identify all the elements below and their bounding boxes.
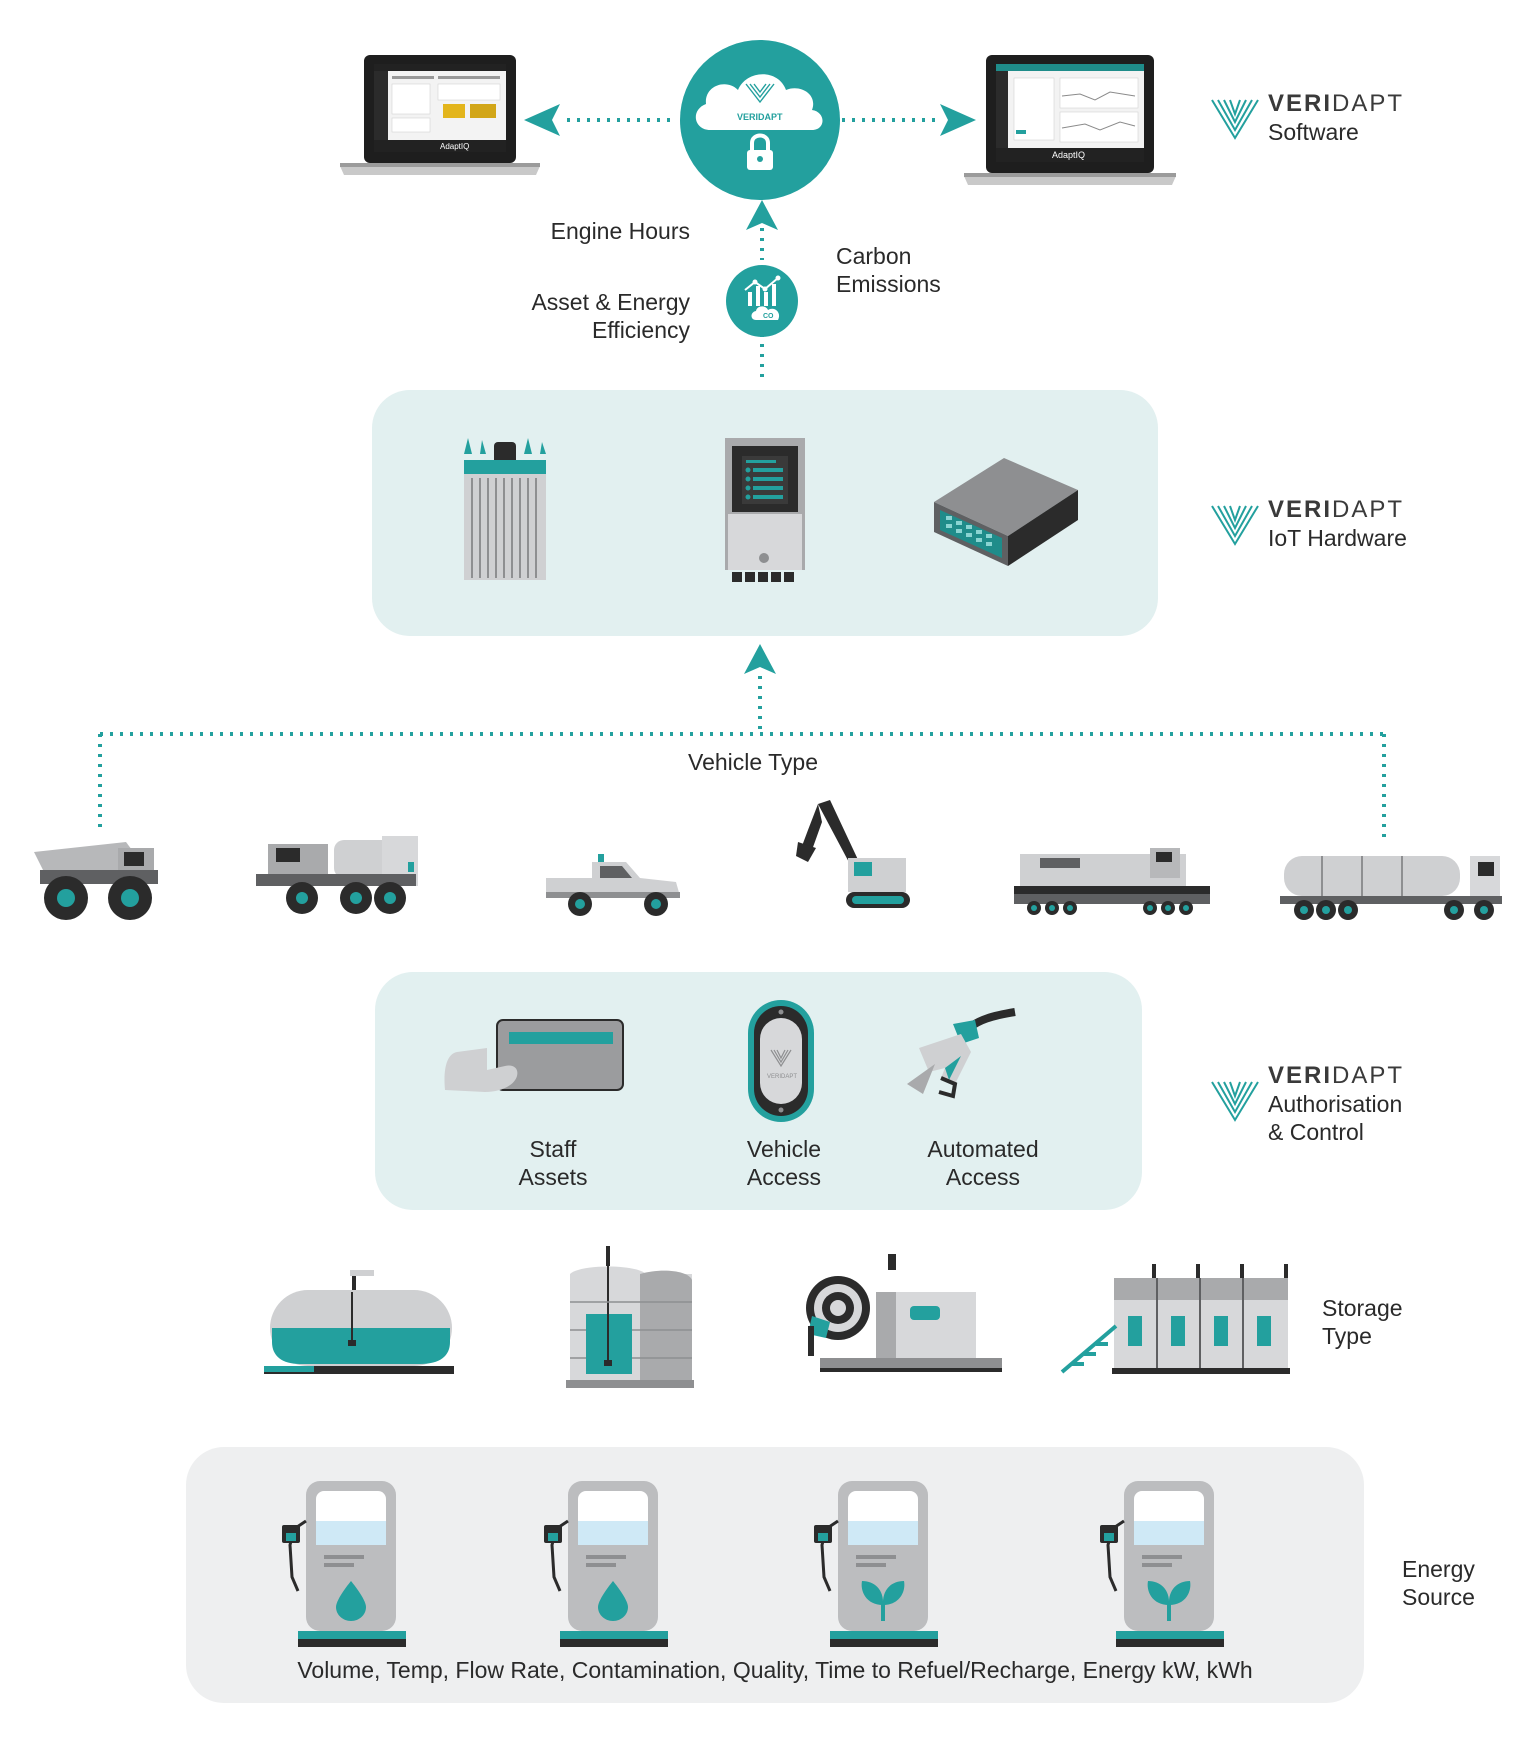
staff-line1: Staff [529,1136,577,1162]
fuel-nozzle-icon [907,1008,1016,1099]
laptop-left-caption: AdaptIQ [440,142,469,151]
renewable-dispenser-icon [814,1481,938,1647]
brand-auth-light: DAPT [1332,1062,1405,1089]
brand-hardware-bold: VERI [1268,496,1333,523]
modular-storage-icon [1060,1264,1290,1374]
vehicle-access-line2: Access [746,1164,822,1190]
brand-hardware-light: DAPT [1332,496,1405,523]
vehicle-connector-lines [98,644,1386,842]
fuel-dispenser-icon [282,1481,406,1647]
cloud-label: VERIDAPT [737,112,783,122]
tanker-truck-icon [1280,856,1502,920]
veridapt-logo-icon [1211,505,1259,546]
veridapt-logo-icon [1211,99,1259,140]
vehicle-access-line1: Vehicle [746,1136,822,1162]
vehicle-layer [34,644,1502,920]
vehicle-access-label: Vehicle Access [709,1135,859,1191]
energy-line2: Source [1402,1584,1475,1610]
storage-layer [264,1246,1290,1388]
dump-truck-icon [34,842,158,920]
asset-energy-line2: Efficiency [591,317,690,343]
hose-reel-skid-icon [806,1254,1002,1372]
renewable-dispenser-icon [1100,1481,1224,1647]
energy-line1: Energy [1402,1556,1475,1582]
vehicle-type-label: Vehicle Type [688,748,818,776]
automated-line1: Automated [927,1136,1039,1162]
engine-hours-label: Engine Hours [544,217,690,245]
console-box-icon [934,458,1078,566]
software-layer: AdaptIQ AdaptIQ VERIDAPT [340,40,1176,378]
storage-line2: Type [1322,1323,1372,1349]
brand-software-light: DAPT [1332,90,1405,117]
asset-energy-line1: Asset & Energy [531,289,690,315]
storage-line1: Storage [1322,1295,1403,1321]
brand-software-sub: Software [1268,119,1359,145]
storage-type-label: Storage Type [1322,1294,1403,1350]
controller-unit-icon [725,438,805,582]
vehicle-type-text: Vehicle Type [688,749,819,775]
excavator-icon [796,800,910,908]
secure-cloud-icon: VERIDAPT [680,40,840,200]
access-icons: VERIDAPT [444,1000,1016,1122]
laptop-left-icon: AdaptIQ [340,55,540,175]
brand-software-bold: VERI [1268,90,1333,117]
vertical-tank-icon [566,1246,694,1388]
engine-hours-text: Engine Hours [550,218,690,244]
brand-auth-sub1: Authorisation [1268,1091,1403,1117]
horizontal-tank-icon [264,1270,454,1374]
locomotive-icon [1014,848,1210,915]
carbon-line2: Emissions [836,271,941,297]
utility-vehicle-icon [546,854,680,916]
metrics-up-arrow [746,200,778,378]
cloud-to-laptop-arrows [524,104,976,136]
energy-dispensers [282,1481,1224,1647]
carbon-emissions-label: Carbon Emissions [836,242,941,298]
rfid-tag-icon: VERIDAPT [748,1000,814,1122]
energy-source-label: Energy Source [1402,1555,1475,1611]
water-truck-icon [256,836,418,914]
brand-auth-sub2: & Control [1268,1119,1364,1145]
tag-text: VERIDAPT [767,1074,797,1080]
laptop-right-caption: AdaptIQ [1052,150,1085,160]
automated-line2: Access [945,1164,1021,1190]
brand-auth-bold: VERI [1268,1062,1333,1089]
co2-text: CO [763,313,774,320]
brand-hardware-sub: IoT Hardware [1268,525,1407,551]
staff-assets-label: Staff Assets [478,1135,628,1191]
asset-energy-efficiency-label: Asset & Energy Efficiency [500,288,690,344]
co2-analytics-icon: CO [726,265,798,337]
fuel-dispenser-icon [544,1481,668,1647]
staff-line2: Assets [518,1164,588,1190]
energy-metrics-line: Volume, Temp, Flow Rate, Contamination, … [186,1656,1364,1684]
staff-card-icon [444,1019,624,1092]
energy-metrics-text: Volume, Temp, Flow Rate, Contamination, … [297,1657,1253,1683]
finned-sensor-icon [464,438,546,580]
carbon-line1: Carbon [836,243,912,269]
iot-hardware-devices [464,438,1078,582]
laptop-right-icon: AdaptIQ [964,55,1176,185]
automated-access-label: Automated Access [898,1135,1068,1191]
veridapt-logo-icon [1211,1081,1259,1122]
